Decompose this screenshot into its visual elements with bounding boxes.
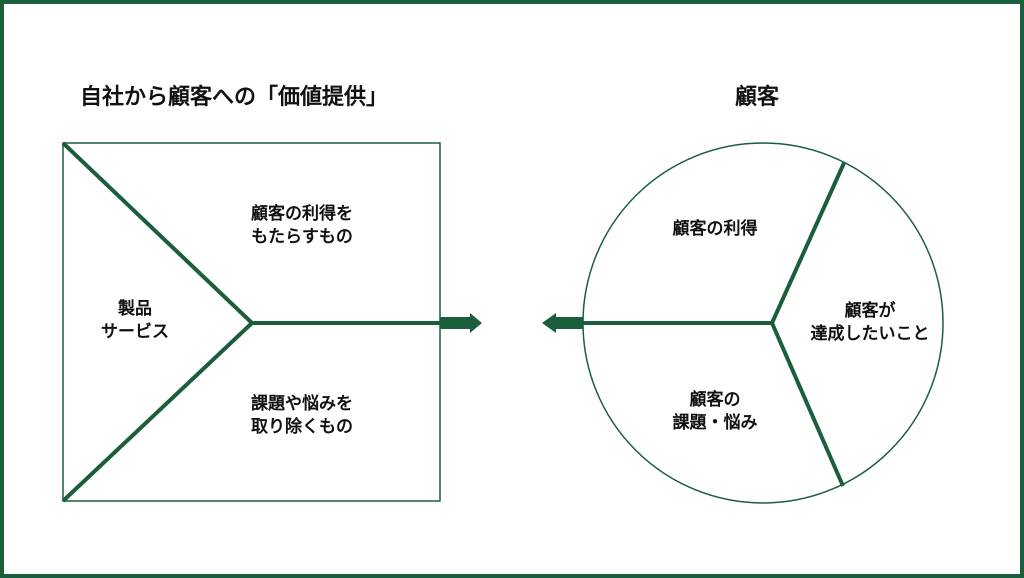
value-map-divider-top bbox=[61, 141, 254, 325]
products-services-label: 製品 サービス bbox=[85, 298, 185, 344]
pain-relievers-line-1: 課題や悩みを bbox=[251, 394, 353, 414]
value-provision-title: 自社から顧客への「価値提供」 bbox=[80, 85, 389, 110]
value-map-divider-bottom bbox=[61, 321, 254, 503]
pain-relievers-line-2: 取り除くもの bbox=[251, 416, 353, 437]
customer-jobs-label: 顧客が 達成したいこと bbox=[790, 300, 950, 346]
customer-jobs-line-1: 顧客が bbox=[844, 301, 896, 321]
products-services-line-2: サービス bbox=[101, 321, 169, 342]
customer-title: 顧客 bbox=[735, 85, 780, 110]
gain-creators-label: 顧客の利得を もたらすもの bbox=[222, 203, 382, 249]
profile-divider-lower bbox=[770, 322, 845, 487]
customer-jobs-line-2: 達成したいこと bbox=[810, 323, 930, 344]
customer-pains-label: 顧客の 課題・悩み bbox=[650, 389, 780, 435]
customer-pains-line-1: 顧客の bbox=[689, 390, 741, 410]
pain-relievers-label: 課題や悩みを 取り除くもの bbox=[222, 393, 382, 439]
customer-gains-label: 顧客の利得 bbox=[645, 218, 785, 241]
products-services-line-1: 製品 bbox=[118, 299, 152, 319]
gain-creators-line-1: 顧客の利得を bbox=[251, 204, 353, 224]
arrow-left-icon bbox=[542, 313, 583, 333]
arrow-right-icon bbox=[440, 313, 482, 333]
customer-pains-line-2: 課題・悩み bbox=[672, 412, 758, 433]
profile-divider-upper bbox=[770, 162, 846, 324]
customer-gains-line-1: 顧客の利得 bbox=[672, 219, 758, 239]
gain-creators-line-2: もたらすもの bbox=[251, 226, 353, 247]
